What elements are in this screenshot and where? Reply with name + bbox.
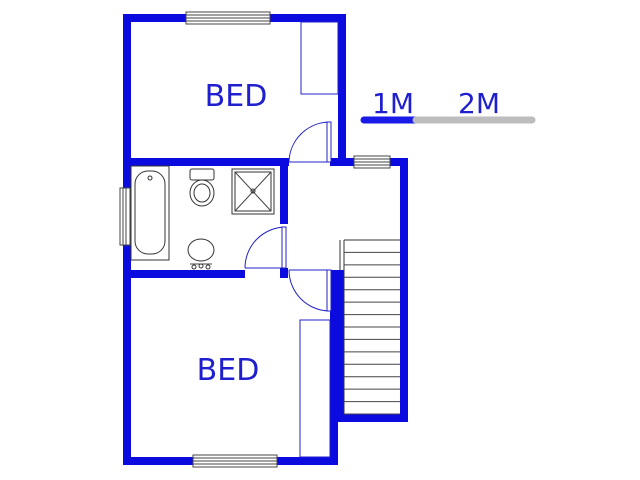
shower-icon (231, 168, 275, 215)
wall-top-right (270, 14, 346, 22)
wall-bath-lower (123, 270, 245, 278)
cupboard-upper (300, 21, 339, 95)
wall-stair-right (400, 158, 408, 422)
wall-landing-top-right (390, 158, 408, 166)
scale-label-1m: 1M (372, 87, 414, 120)
cupboard-lower (299, 319, 331, 458)
doors (244, 121, 332, 312)
wall-left-lower (123, 245, 131, 465)
cupboards (299, 21, 339, 458)
wall-bed-bath (123, 158, 289, 166)
scale-label-2m: 2M (458, 87, 500, 120)
bathtub-icon (130, 165, 170, 261)
wall-left-upper (123, 14, 131, 188)
staircase (339, 239, 400, 415)
bathroom-fixtures (130, 165, 275, 270)
wall-lower-right (330, 270, 338, 465)
toilet-icon (189, 168, 215, 207)
walls (123, 14, 408, 465)
wall-top-left (123, 14, 186, 22)
door-bathroom (244, 226, 287, 269)
wall-lower-right-2 (338, 270, 344, 420)
room-label-upper-bedroom: BED (205, 79, 268, 114)
wall-right-upper (338, 14, 346, 164)
scale-bar: 1M 2M (360, 87, 536, 124)
door-upper-bedroom (288, 121, 332, 163)
wall-bath-lower-right (280, 268, 288, 278)
window-bottom (192, 454, 278, 468)
window-landing (353, 155, 391, 169)
wall-stair-bottom (338, 414, 408, 422)
room-label-lower-bedroom: BED (197, 353, 260, 388)
door-lower-bedroom (288, 269, 332, 312)
basin-icon (187, 238, 215, 270)
window-top (185, 11, 271, 25)
wall-landing-top (330, 158, 354, 166)
wall-bottom-right (277, 457, 338, 465)
wall-bottom-left (123, 457, 193, 465)
wall-bath-right (280, 158, 288, 224)
